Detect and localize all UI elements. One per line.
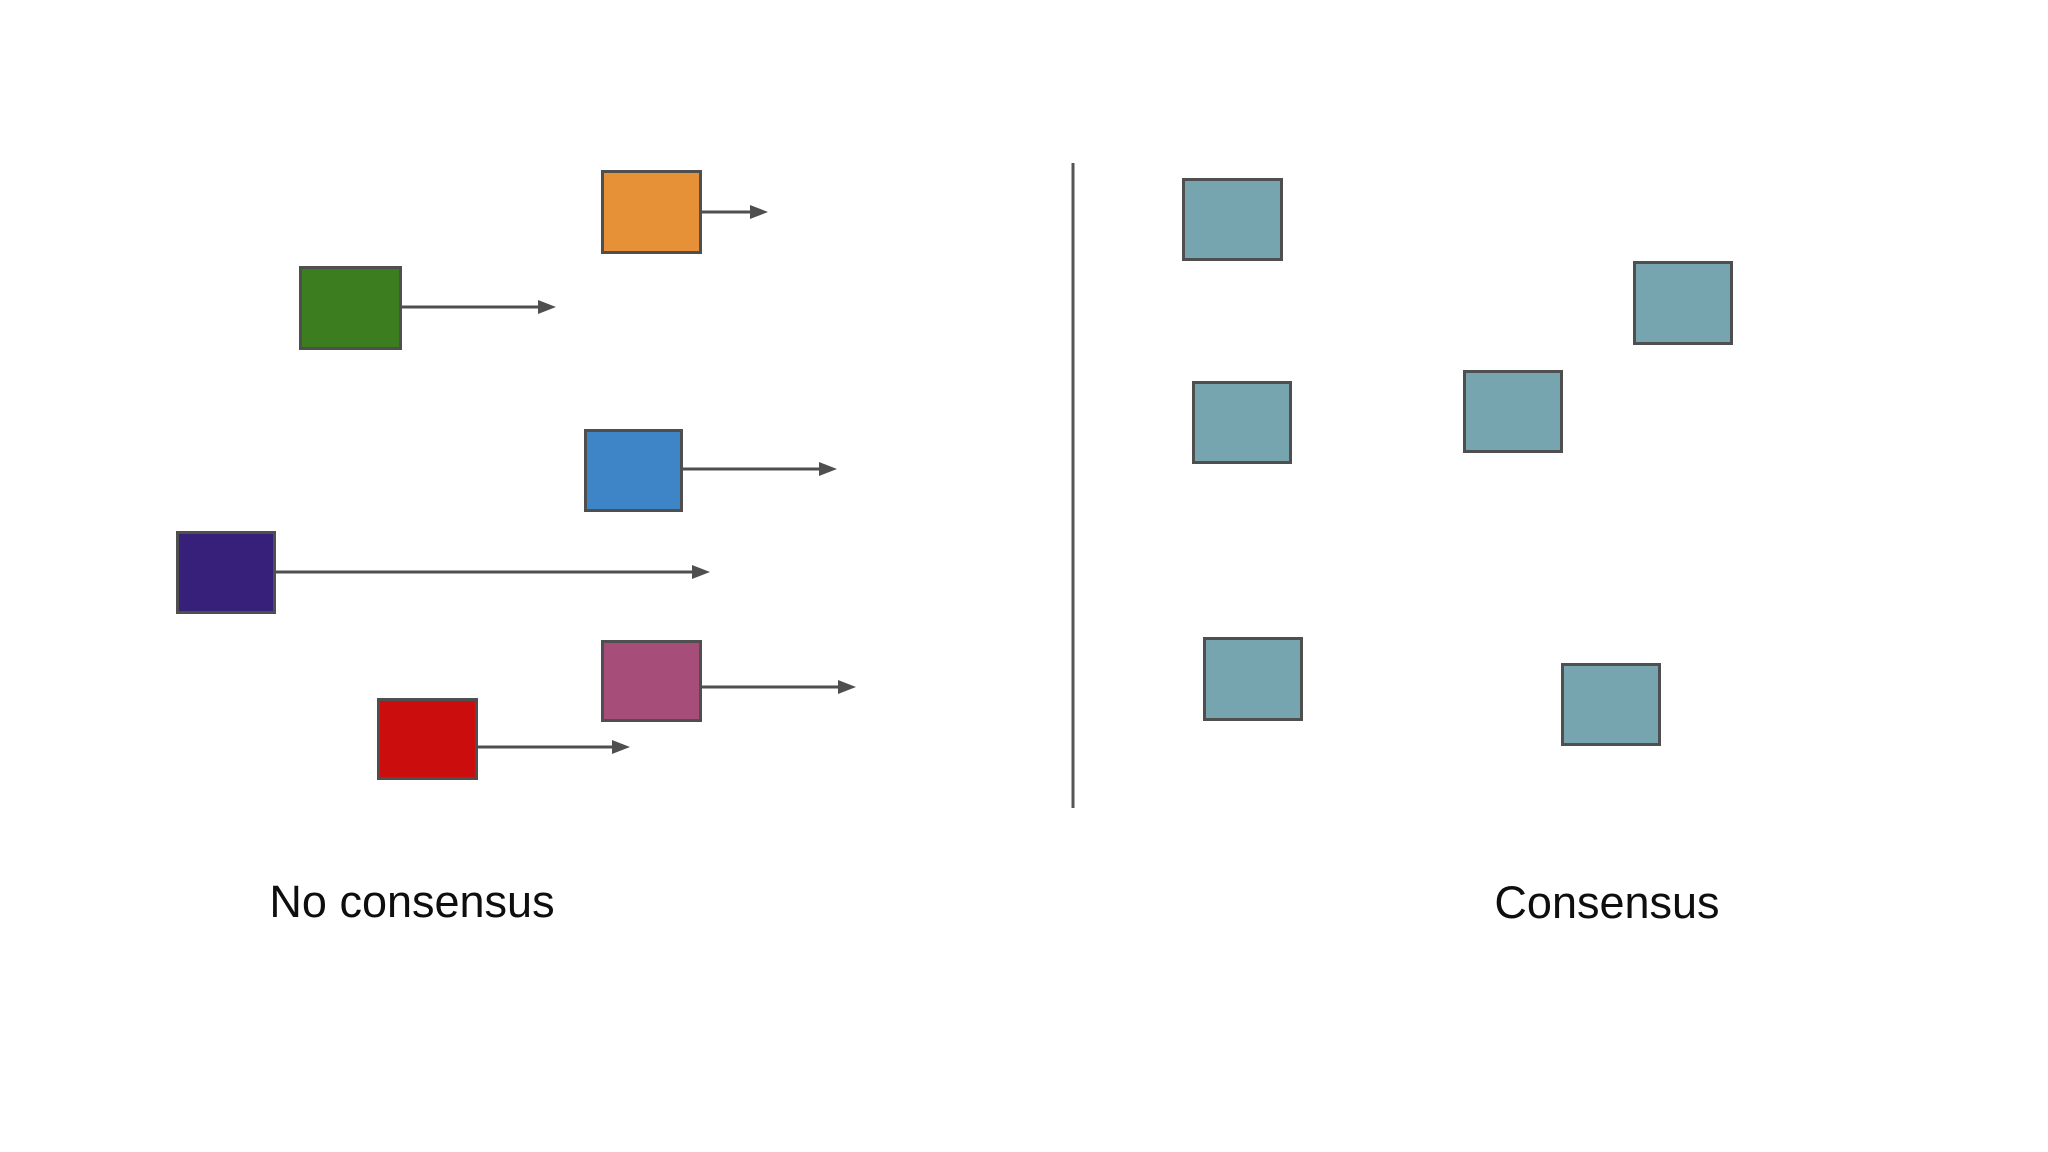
teal-box bbox=[1182, 178, 1283, 261]
teal-box bbox=[1561, 663, 1661, 746]
teal-box bbox=[1633, 261, 1733, 345]
green-box bbox=[299, 266, 402, 350]
red-box bbox=[377, 698, 478, 780]
orange-box-arrow-head bbox=[750, 205, 768, 219]
teal-box bbox=[1192, 381, 1292, 464]
orange-box bbox=[601, 170, 702, 254]
purple-box bbox=[176, 531, 276, 614]
blue-box bbox=[584, 429, 683, 512]
magenta-box-arrow-head bbox=[838, 680, 856, 694]
blue-box-arrow-head bbox=[819, 462, 837, 476]
teal-box bbox=[1203, 637, 1303, 721]
label-no-consensus: No consensus bbox=[269, 876, 555, 927]
label-consensus: Consensus bbox=[1494, 877, 1720, 928]
magenta-box bbox=[601, 640, 702, 722]
teal-box bbox=[1463, 370, 1563, 453]
red-box-arrow-head bbox=[612, 740, 630, 754]
purple-box-arrow-head bbox=[692, 565, 710, 579]
green-box-arrow-head bbox=[538, 300, 556, 314]
